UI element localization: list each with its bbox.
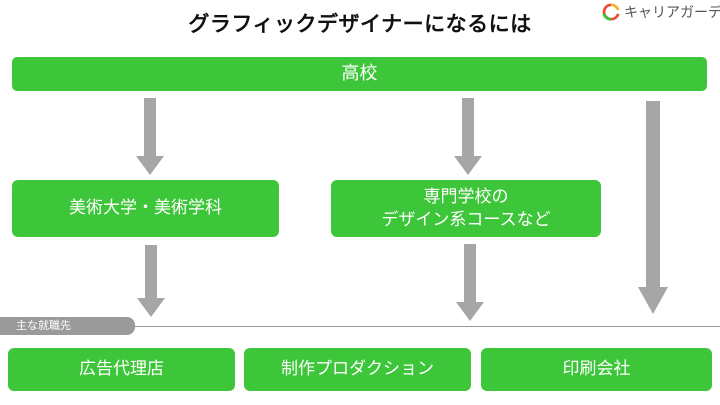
node-vocational-label-line1: 専門学校の <box>423 186 509 207</box>
career-production-company-label: 制作プロダクション <box>281 359 434 380</box>
arrow-vocational-to-careers <box>456 244 484 321</box>
arrow-high-school-to-art-university <box>136 98 164 175</box>
career-production-company: 制作プロダクション <box>244 348 471 391</box>
career-advertising-agency: 広告代理店 <box>8 348 235 391</box>
node-vocational-school: 専門学校の デザイン系コースなど <box>331 180 601 237</box>
career-printing-company: 印刷会社 <box>481 348 712 391</box>
node-high-school: 高校 <box>12 57 707 91</box>
node-art-university-label: 美術大学・美術学科 <box>69 198 222 219</box>
node-high-school-label: 高校 <box>341 62 378 84</box>
logo-text: キャリアガーデン <box>624 5 720 21</box>
brand-logo: キャリアガーデン <box>602 0 720 24</box>
arrow-art-university-to-careers <box>137 245 165 317</box>
node-vocational-label-line2: デザイン系コースなど <box>381 209 551 230</box>
logo-icon <box>602 3 620 21</box>
career-printing-company-label: 印刷会社 <box>562 359 631 380</box>
careers-tag: 主な就職先 <box>0 317 135 335</box>
career-advertising-agency-label: 広告代理店 <box>79 359 164 380</box>
node-art-university: 美術大学・美術学科 <box>12 180 279 237</box>
page-title: グラフィックデザイナーになるには <box>188 12 532 36</box>
careers-divider <box>0 326 720 327</box>
arrow-high-school-to-careers <box>638 101 668 314</box>
arrow-high-school-to-vocational <box>454 98 482 175</box>
